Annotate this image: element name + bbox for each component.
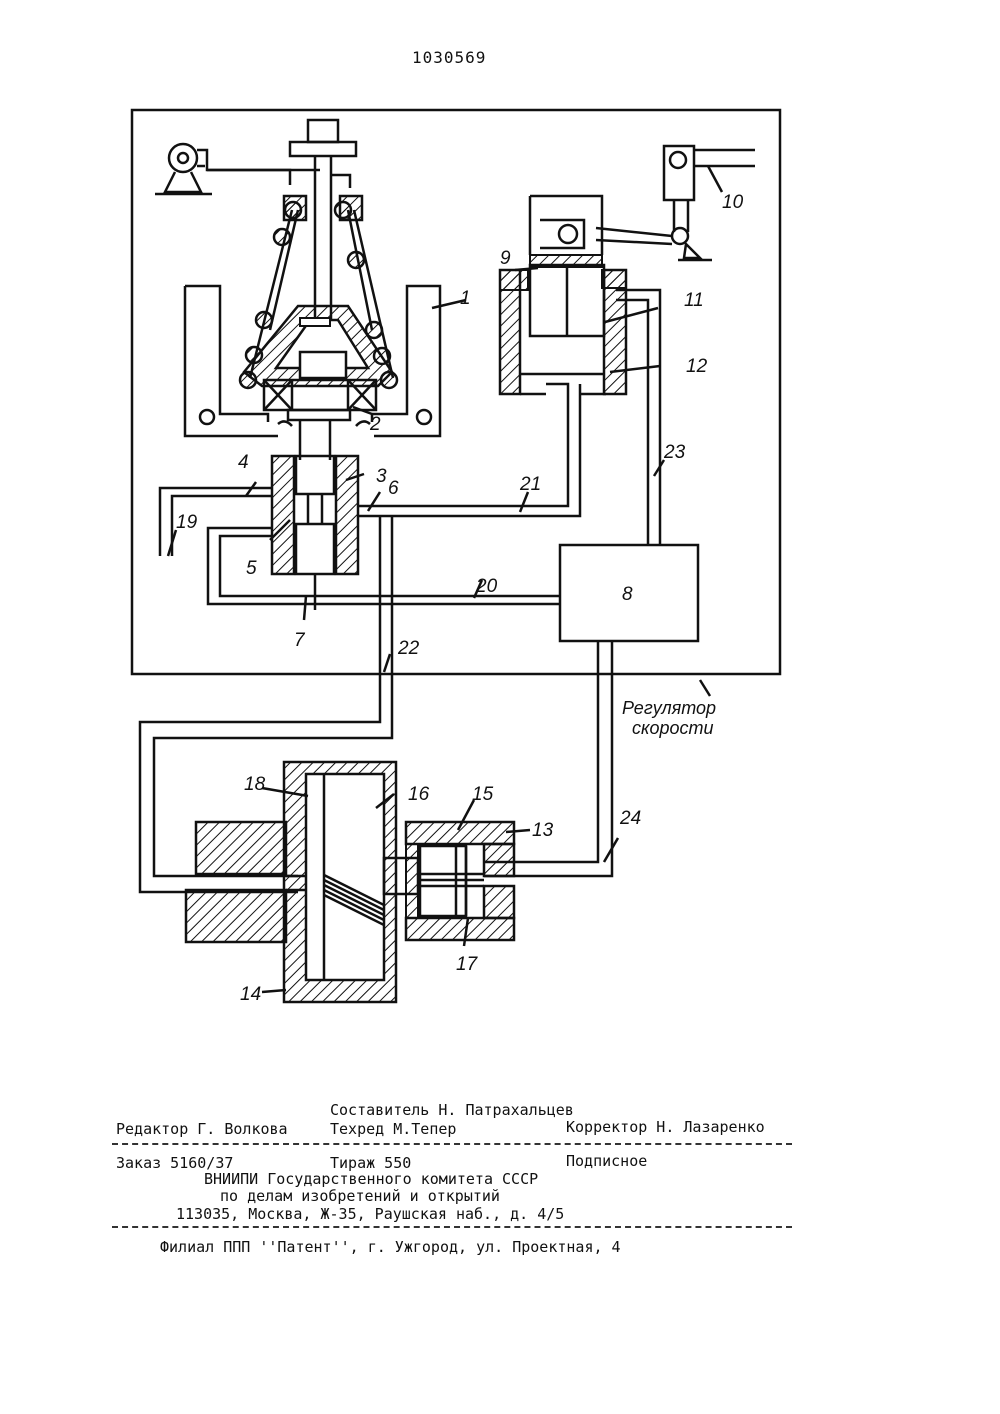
svg-text:23: 23 — [663, 442, 686, 463]
svg-text:20: 20 — [475, 576, 498, 597]
svg-text:2: 2 — [369, 414, 381, 435]
svg-text:14: 14 — [240, 984, 261, 1005]
mechanical-schematic: 1 2 3 4 5 6 7 8 9 10 11 12 13 14 15 16 1… — [0, 0, 1000, 1080]
address: 113035, Москва, Ж-35, Раушская наб., д. … — [176, 1205, 564, 1223]
svg-text:11: 11 — [684, 290, 704, 311]
regulator-boundary — [132, 110, 780, 674]
svg-text:9: 9 — [500, 248, 511, 269]
svg-text:19: 19 — [176, 512, 198, 533]
svg-text:7: 7 — [294, 630, 306, 651]
svg-text:6: 6 — [388, 478, 399, 499]
svg-text:22: 22 — [397, 638, 420, 659]
svg-text:Регулятор: Регулятор — [622, 698, 716, 718]
svg-text:24: 24 — [619, 808, 641, 829]
techred: Техред М.Тепер — [330, 1120, 456, 1138]
corrector: Корректор Н. Лазаренко — [566, 1118, 765, 1136]
svg-text:8: 8 — [622, 584, 633, 605]
compiler: Составитель Н. Патрахальцев — [330, 1101, 574, 1119]
linkage-10 — [664, 146, 694, 200]
actuator-housing-14 — [196, 822, 286, 874]
divider-1 — [112, 1143, 792, 1145]
svg-text:скорости: скорости — [632, 718, 714, 738]
svg-text:3: 3 — [376, 466, 387, 487]
divider-2 — [112, 1226, 792, 1228]
svg-text:12: 12 — [686, 356, 708, 377]
org-line-2: по делам изобретений и открытий — [220, 1187, 500, 1205]
svg-text:17: 17 — [456, 954, 479, 975]
branch: Филиал ППП ''Патент'', г. Ужгород, ул. П… — [160, 1238, 621, 1256]
svg-text:18: 18 — [244, 774, 266, 795]
org-line-1: ВНИИПИ Государственного комитета СССР — [204, 1170, 538, 1188]
spool-7 — [296, 456, 334, 494]
svg-text:16: 16 — [408, 784, 430, 805]
svg-text:4: 4 — [238, 452, 249, 473]
svg-text:13: 13 — [532, 820, 554, 841]
valve-body-3 — [272, 456, 294, 574]
pivot-top-left — [169, 144, 197, 172]
svg-text:5: 5 — [246, 558, 257, 579]
svg-text:15: 15 — [472, 784, 494, 805]
svg-text:21: 21 — [519, 474, 541, 495]
spindle-nut — [308, 120, 338, 142]
editor: Редактор Г. Волкова — [116, 1120, 288, 1138]
svg-text:10: 10 — [722, 192, 744, 213]
svg-text:1: 1 — [460, 288, 471, 309]
subscription: Подписное — [566, 1152, 647, 1170]
